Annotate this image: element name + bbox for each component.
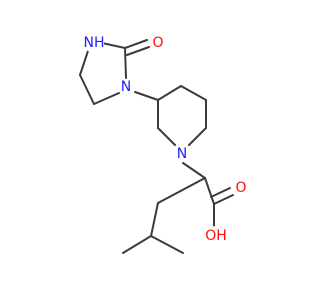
bond-c4pip-c5pip [180,85,207,101]
bond-npip-calpha [182,162,206,179]
bond-c2-o-inner [126,46,150,56]
molecule-diagram: NH O N N O OH [79,33,249,254]
bond-c2-o-outer [124,39,148,49]
n-imidazolidinone-label: N [121,79,131,95]
bond-c2-n1 [124,47,127,79]
bond-ch-me-right [150,235,184,254]
bond-npip-c2pip [157,127,176,146]
oh-label-bg [206,226,226,246]
nh-label: NH [84,35,105,51]
bond-n1-c5 [93,92,120,105]
bond-c3pip-c4pip [157,85,182,101]
n-piperidine-label-bg [174,146,190,162]
bond-c6pip-npip [188,127,207,146]
oh-label: OH [205,228,227,244]
n-piperidine-label: N [177,146,187,162]
bond-c5-c4 [79,74,95,105]
bond-n1-c3pip [134,91,159,101]
bond-ccarboxyl-o-outer [213,194,234,205]
o-acid-label-bg [233,180,249,196]
bond-calpha-ch2 [157,177,206,204]
bond-layer [79,39,234,254]
bond-nh-c2 [101,42,126,49]
bond-c4-nh [79,50,89,76]
n-imidazolidinone-label-bg [118,79,134,95]
bond-ch2-ch [150,202,159,237]
bond-calpha-ccarboxyl [204,177,215,205]
bond-ccarboxyl-o-inner [210,187,231,198]
o-urea-label: O [152,35,163,51]
bond-ch-me-left [122,235,152,254]
atom-label-layer: NH O N N O OH [84,33,249,246]
o-acid-label: O [235,180,246,196]
nh-label-bg [84,33,104,53]
o-urea-label-bg [150,35,166,51]
